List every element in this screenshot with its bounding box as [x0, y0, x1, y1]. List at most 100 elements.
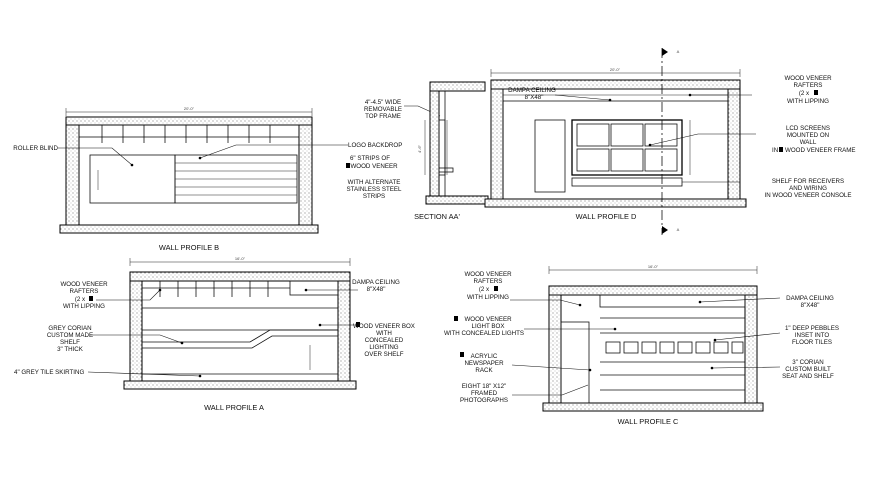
strips-label-1: 6" STRIPS OF [350, 155, 390, 162]
wpa-corian-1: GREY CORIAN [48, 325, 91, 332]
wpc-dampa-2: 8"X48" [801, 302, 820, 309]
wpa-corian-2: CUSTOM MADE [47, 332, 93, 339]
wpd-screens-3: WALL [800, 139, 817, 146]
wpc-dampa-ceiling [599, 294, 746, 308]
section-ceiling [429, 81, 486, 92]
wall-profile-d: 20'-0" A A DAM [484, 48, 855, 235]
wpc-title: WALL PROFILE C [618, 417, 679, 426]
wpc-seat-3: SEAT AND SHELF [782, 373, 834, 380]
wpc-left-wall [548, 294, 562, 404]
wpd-right-wall [727, 88, 741, 200]
logo-notes: LOGO BACKDROP 6" STRIPS OF WOOD VENEER W… [346, 99, 441, 200]
strips-label-2: WOOD VENEER [350, 163, 398, 170]
wpc-photos-3: PHOTOGRAPHS [460, 397, 508, 404]
frame-label-1: 4"-4.5" WIDE [365, 99, 401, 106]
wpd-dampa-2: 8"X48" [525, 94, 544, 101]
wpd-screens-2: MOUNTED ON [787, 132, 829, 139]
wpd-rafters-1: WOOD VENEER [784, 75, 832, 82]
wpa-box-5: OVER SHELF [364, 351, 403, 358]
wpa-rafters-4: WITH LIPPING [63, 303, 105, 310]
wall-profile-c: 16'-0" WOO [444, 264, 839, 426]
wpb-roller-blind [89, 154, 176, 204]
wpc-rafters-4: WITH LIPPING [467, 294, 509, 301]
wpa-left-wall [129, 280, 143, 382]
frame-label-2: REMOVABLE [364, 106, 402, 113]
wpd-shelf-1: SHELF FOR RECEIVERS [772, 178, 844, 185]
wpd-screens-1: LCD SCREENS [786, 125, 830, 132]
wpd-dimension: 20'-0" [610, 67, 621, 72]
wpc-pebbles-3: FLOOR TILES [792, 339, 832, 346]
wpc-right-wall [744, 294, 758, 404]
wpb-dimension: 20'-0" [184, 106, 195, 111]
wpa-dampa-2: 8"X48" [367, 286, 386, 293]
wpc-lightbox-2: LIGHT BOX [472, 323, 505, 330]
wpc-pebbles-2: INSET INTO [795, 332, 830, 339]
wpd-rafters-2: RAFTERS [794, 82, 823, 89]
wpb-logo-backdrop [174, 154, 298, 204]
section-floor [425, 195, 489, 205]
wpd-screens-4: IN [772, 147, 778, 154]
wpd-door [534, 119, 566, 193]
wpa-corian-3: SHELF [60, 339, 80, 346]
wpd-title: WALL PROFILE D [576, 212, 637, 221]
wpa-box-3: CONCEALED [365, 337, 404, 344]
wpd-shelf-2: AND WIRING [789, 185, 827, 192]
wpc-rafters-1: WOOD VENEER [464, 271, 512, 278]
wpc-lightbox-1: WOOD VENEER [464, 316, 512, 323]
wpc-rack-1: ACRYLIC [471, 353, 498, 360]
wpa-dampa-ceiling [289, 280, 339, 296]
wpd-console-shelf [571, 177, 683, 187]
wpa-rafters-2: RAFTERS [70, 288, 99, 295]
wpa-right-wall [337, 280, 351, 382]
wpc-rafters-3: (2 x [479, 286, 490, 293]
wpc-seat-1: 3" CORIAN [792, 359, 823, 366]
section-height: 4'-6" [417, 144, 422, 153]
wpc-photos-1: EIGHT 18" X12" [462, 383, 507, 390]
wpc-lightbox-3: WITH CONCEALED LIGHTS [444, 330, 524, 337]
wpb-floor-slab [59, 224, 319, 234]
alternate-label-1: WITH ALTERNATE [348, 179, 401, 186]
wpc-rafters-2: RAFTERS [474, 278, 503, 285]
alternate-label-3: STRIPS [363, 193, 385, 200]
wall-profile-a: 16'-0" WOOD VENEER RA [14, 256, 415, 412]
wpc-rack-2: NEWSPAPER [464, 360, 504, 367]
wpd-screens-5: WOOD VENEER FRAME [785, 147, 855, 154]
wpd-left-wall [490, 88, 504, 200]
wpa-rafters [142, 281, 290, 297]
wpc-pebbles-1: 1" DEEP PEBBLES [785, 325, 839, 332]
logo-backdrop-label: LOGO BACKDROP [348, 142, 402, 149]
wpa-ceiling-slab [129, 271, 351, 282]
wpc-rack-3: RACK [475, 367, 493, 374]
wpd-rafters-4: WITH LIPPING [787, 98, 829, 105]
wpc-seat-2: CUSTOM BUILT [785, 366, 831, 373]
wpb-left-wall [65, 124, 80, 226]
wpb-roller-blind-label: ROLLER BLIND [13, 145, 58, 152]
wpa-dampa-1: DAMPA CEILING [352, 279, 400, 286]
wpa-rafters-3: (2 x [75, 296, 86, 303]
wpc-photo-frames [605, 341, 744, 354]
wpb-right-wall [298, 124, 313, 226]
wpa-box-2: WITH [376, 330, 392, 337]
wpc-door [560, 321, 590, 404]
wpb-ceiling-slab [65, 116, 313, 126]
wpd-shelf-3: IN WOOD VENEER CONSOLE [765, 192, 852, 199]
wpa-corian-4: 3" THICK [57, 346, 84, 353]
wpc-floor-slab [542, 402, 764, 412]
wpa-dimension: 16'-0" [235, 256, 246, 261]
wpd-rafters-3: (2 x [799, 90, 810, 97]
wpd-lcd-screens [571, 119, 683, 176]
wpa-floor-slab [123, 380, 357, 390]
wpc-photos-2: FRAMED [471, 390, 498, 397]
alternate-label-2: STAINLESS STEEL [347, 186, 402, 193]
section-title: SECTION AA' [414, 212, 460, 221]
wpd-dampa-1: DAMPA CEILING [508, 87, 556, 94]
wpb-title: WALL PROFILE B [159, 243, 219, 252]
wpa-title: WALL PROFILE A [204, 403, 264, 412]
wpa-skirting-label: 4" GREY TILE SKIRTING [14, 369, 84, 376]
wpc-dampa-1: DAMPA CEILING [786, 295, 834, 302]
wpb-rafters [78, 124, 300, 143]
wpa-rafters-1: WOOD VENEER [60, 281, 108, 288]
wpa-box-1: WOOD VENEER BOX [353, 323, 415, 330]
wpd-floor-slab [484, 198, 747, 208]
